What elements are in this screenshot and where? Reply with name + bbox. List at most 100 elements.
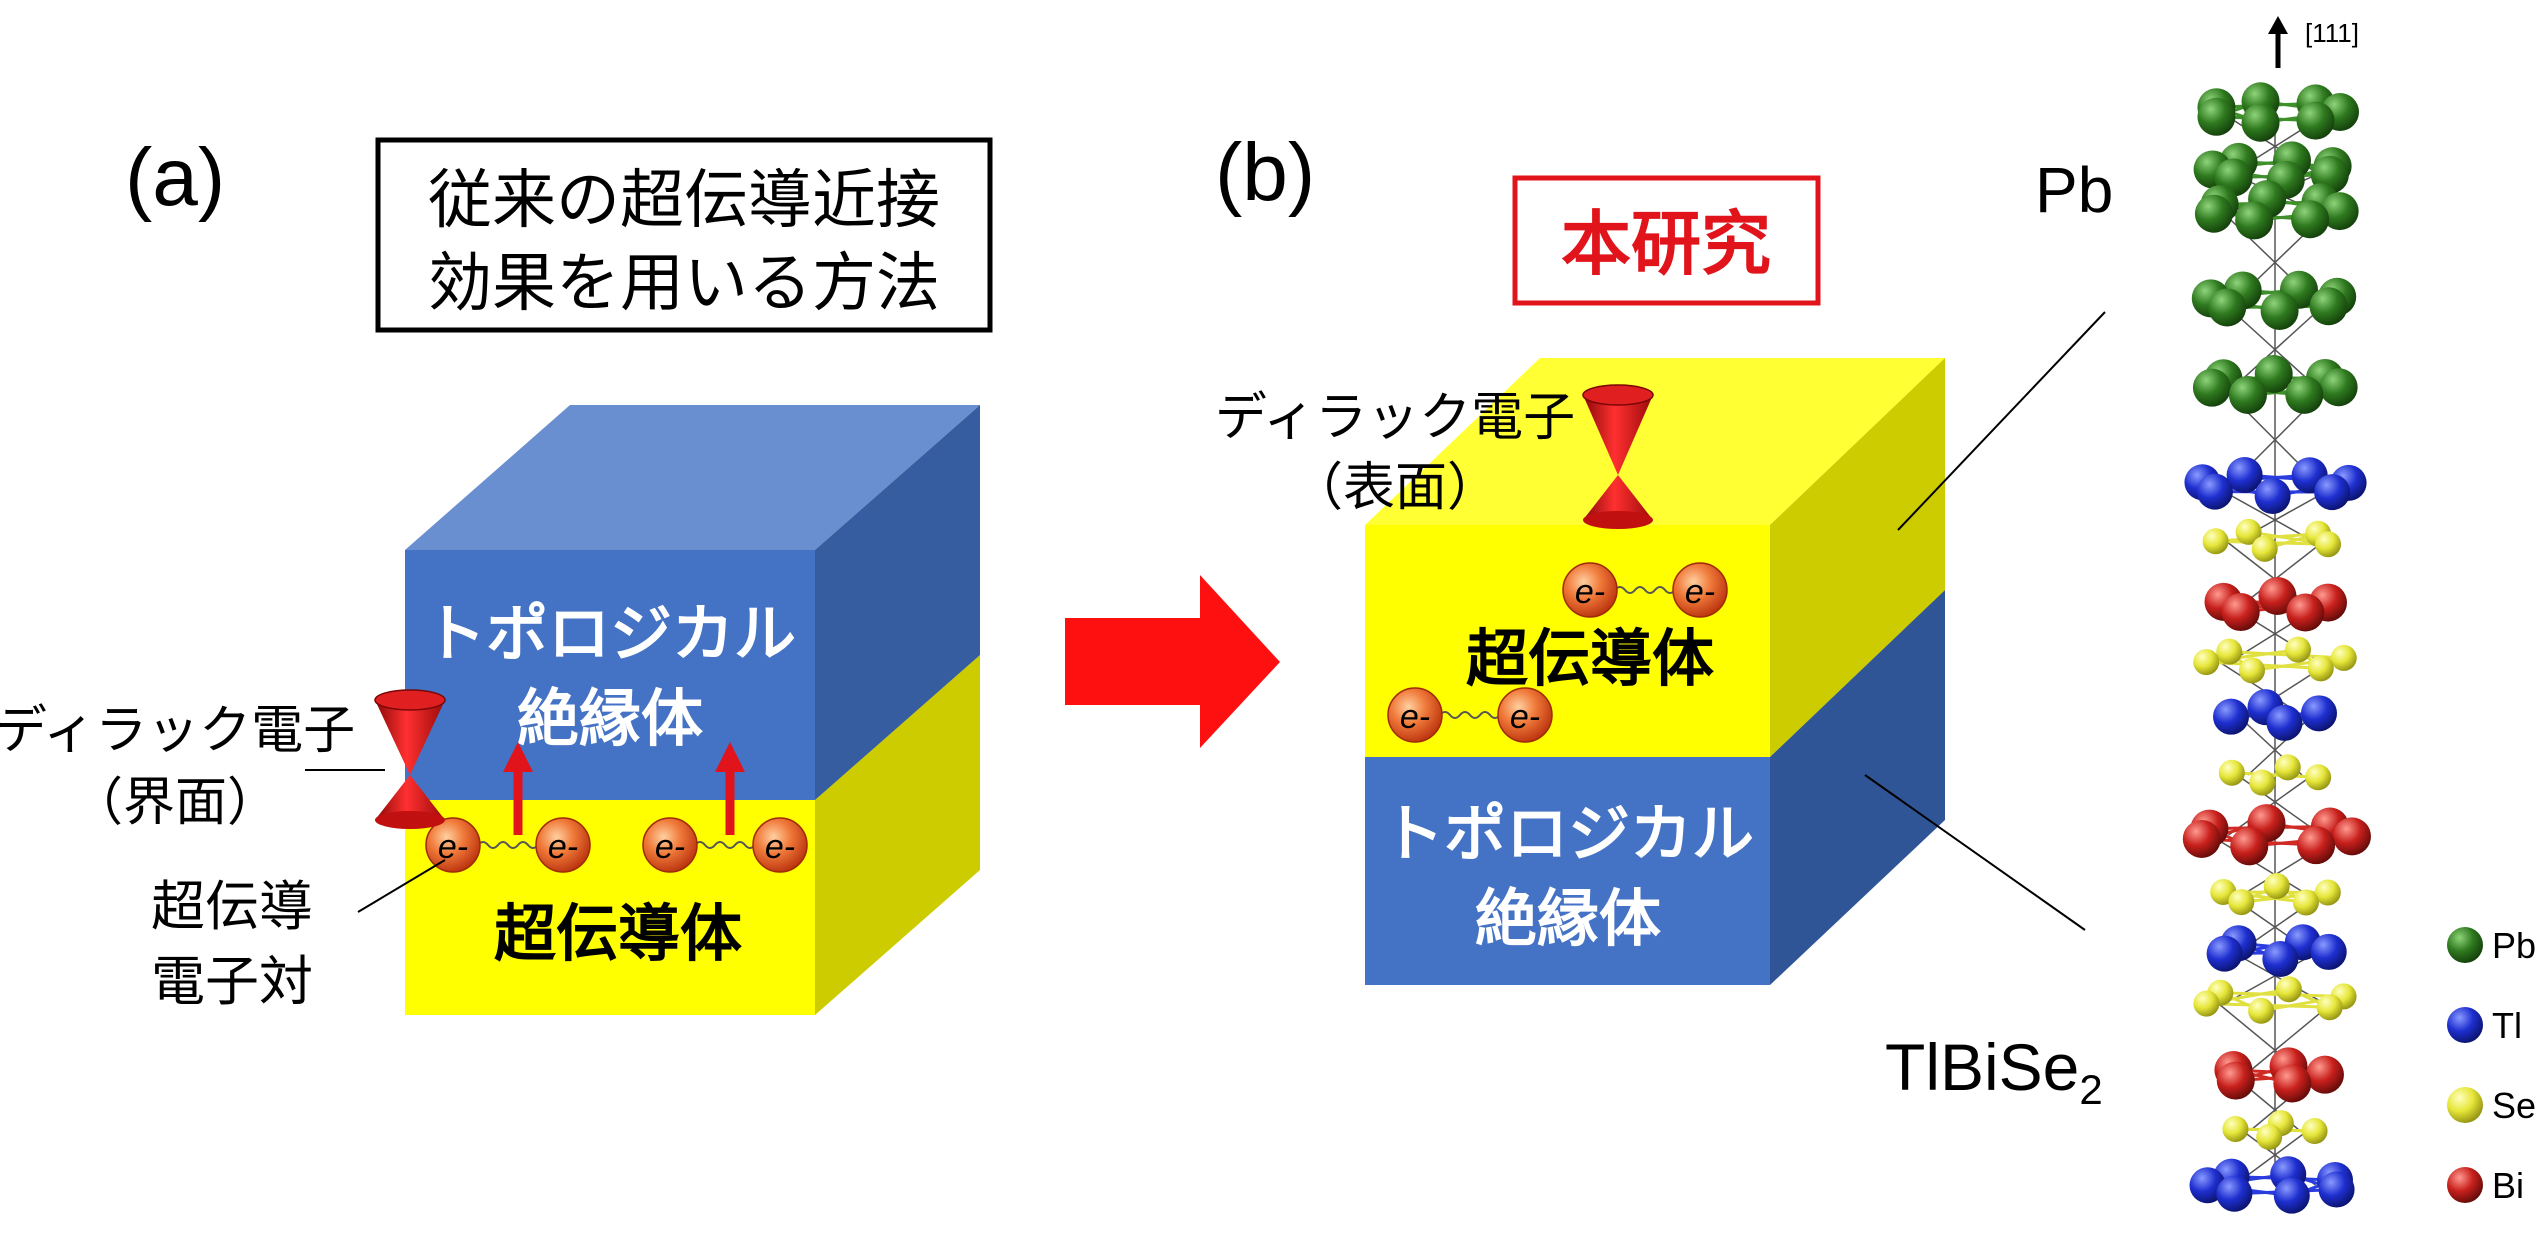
panel-b-topological-label-line1: トポロジカル (1382, 797, 1754, 870)
crystal-atom-se (2218, 759, 2245, 786)
crystal-atom-pb (2291, 200, 2330, 239)
crystal-atom-se (2249, 769, 2276, 796)
crystal-atom-se (2275, 976, 2302, 1003)
crystal-atom-bi (2216, 1061, 2255, 1100)
pb-leader-line (1897, 311, 2106, 531)
crystal-atom-tl (2254, 477, 2291, 514)
panel-a-title-line2: 効果を用いる方法 (428, 247, 940, 321)
crystal-bond (2209, 834, 2309, 896)
crystal-atom-se (2222, 1115, 2249, 1142)
pb-label: Pb (2035, 154, 2113, 226)
crystal-atom-pb (2197, 97, 2236, 136)
crystal-atom-se (2193, 990, 2220, 1017)
crystal-atom-se (2251, 535, 2278, 562)
legend-tl-swatch (2447, 1007, 2483, 1043)
crystal-atom-se (2330, 644, 2357, 671)
crystal-atom-pb (2235, 201, 2274, 240)
panel-a-electron-pair-1: e- e- (425, 817, 591, 873)
panel-a-topological-label-line1: トポロジカル (424, 597, 796, 670)
crystal-bond (2231, 771, 2319, 779)
crystal-direction-label: [111] (2305, 18, 2359, 48)
electron-symbol: e- (765, 828, 795, 866)
crystal-atom-se (2193, 649, 2220, 676)
compound-label: TlBiSe2 (1885, 1030, 2103, 1113)
panel-b-title-box: 本研究 (1512, 175, 1821, 306)
panel-a-dirac-label-line1: ディラック電子 (0, 701, 355, 761)
panel-b-superconductor-label: 超伝導体 (1466, 622, 1714, 695)
panel-a-title-line1: 従来の超伝導近接 (428, 164, 940, 238)
crystal-atom-bi (2221, 593, 2260, 632)
panel-b-dirac-label-line2: （表面） (1291, 458, 1499, 518)
crystal-atom-se (2315, 531, 2342, 558)
crystal-bond (2241, 539, 2326, 606)
panel-a-topological-block (405, 405, 980, 800)
compound-subscript: 2 (2079, 1066, 2102, 1113)
legend-pb-swatch (2447, 927, 2483, 963)
crystal-atom-tl (2273, 1177, 2310, 1214)
crystal-atom-se (2301, 1118, 2328, 1145)
legend-bi-swatch (2447, 1167, 2483, 1203)
electron-symbol: e- (1575, 573, 1605, 611)
crystal-atom-pb (2296, 101, 2335, 140)
crystal-atom-pb (2320, 192, 2359, 231)
panel-b-electron-pair-2: e- e- (1387, 687, 1553, 743)
crystal-atom-se (2228, 889, 2255, 916)
panel-a-topological-label-line2: 絶縁体 (517, 682, 703, 755)
legend-tl-label: Tl (2492, 1005, 2522, 1046)
crystal-atom-se (2263, 873, 2290, 900)
panel-b-title: 本研究 (1561, 203, 1771, 285)
crystal-atom-tl (2262, 940, 2299, 977)
crystal-atom-pb (2319, 368, 2358, 407)
electron-symbol: e- (1510, 698, 1540, 736)
crystal-atom-tl (2216, 1175, 2253, 1212)
crystal-atom-se (2274, 754, 2301, 781)
compound-main: TlBiSe (1885, 1030, 2079, 1104)
panel-a-dirac-label-line2: （界面） (71, 773, 279, 833)
crystal-atom-pb (2194, 194, 2233, 233)
crystal-atom-bi (2297, 826, 2336, 865)
crystal-atom-se (2248, 997, 2275, 1024)
panel-b-topological-label-line2: 絶縁体 (1475, 882, 1661, 955)
tlbise2-leader-line (1864, 774, 2086, 931)
electron-symbol: e- (1685, 573, 1715, 611)
crystal-atom-bi (2230, 827, 2269, 866)
crystal-atom-se (2216, 638, 2243, 665)
crystal-atom-tl (2266, 704, 2303, 741)
crystal-atom-pb (2260, 291, 2299, 330)
crystal-atoms (2182, 82, 2371, 1214)
crystal-atom-se (2305, 764, 2332, 791)
crystal-atom-tl (2314, 474, 2351, 511)
panel-a-arrows (503, 742, 745, 835)
crystal-atom-se (2314, 879, 2341, 906)
legend-se-swatch (2447, 1087, 2483, 1123)
panel-b-dirac-label-line1: ディラック電子 (1215, 388, 1575, 448)
panel-a-pair-leader (357, 859, 446, 913)
panel-a-label: (a) (125, 132, 225, 223)
crystal-atom-tl (2226, 456, 2263, 493)
electron-symbol: e- (438, 828, 468, 866)
panel-a-pair-label-line2: 電子対 (151, 950, 313, 1013)
crystal-atom-bi (2273, 1064, 2312, 1103)
crystal-atom-bi (2305, 1055, 2344, 1094)
crystal-atom-se (2307, 655, 2334, 682)
electron-symbol: e- (1400, 698, 1430, 736)
crystal-atom-tl (2206, 935, 2243, 972)
panel-a-title-box: 従来の超伝導近接 効果を用いる方法 (375, 137, 993, 333)
panel-b-dirac-cone (1582, 384, 1654, 529)
crystal-atom-se (2292, 889, 2319, 916)
crystal-atom-se (2256, 1123, 2283, 1150)
legend-pb-label: Pb (2492, 925, 2536, 966)
crystal-atom-tl (2300, 695, 2337, 732)
legend-se-label: Se (2492, 1085, 2536, 1126)
panel-b-label: (b) (1215, 127, 1315, 218)
panel-b-electron-pair-1: e- e- (1562, 562, 1728, 618)
crystal-atom-tl (2213, 698, 2250, 735)
crystal-atom-se (2285, 636, 2312, 663)
panel-a-pair-label-line1: 超伝導 (151, 875, 313, 938)
crystal-atom-se (2235, 518, 2262, 545)
crystal-atom-pb (2309, 287, 2348, 326)
crystal-atom-bi (2182, 819, 2221, 858)
crystal-atom-pb (2192, 368, 2231, 407)
crystal-atom-bi (2258, 577, 2297, 616)
